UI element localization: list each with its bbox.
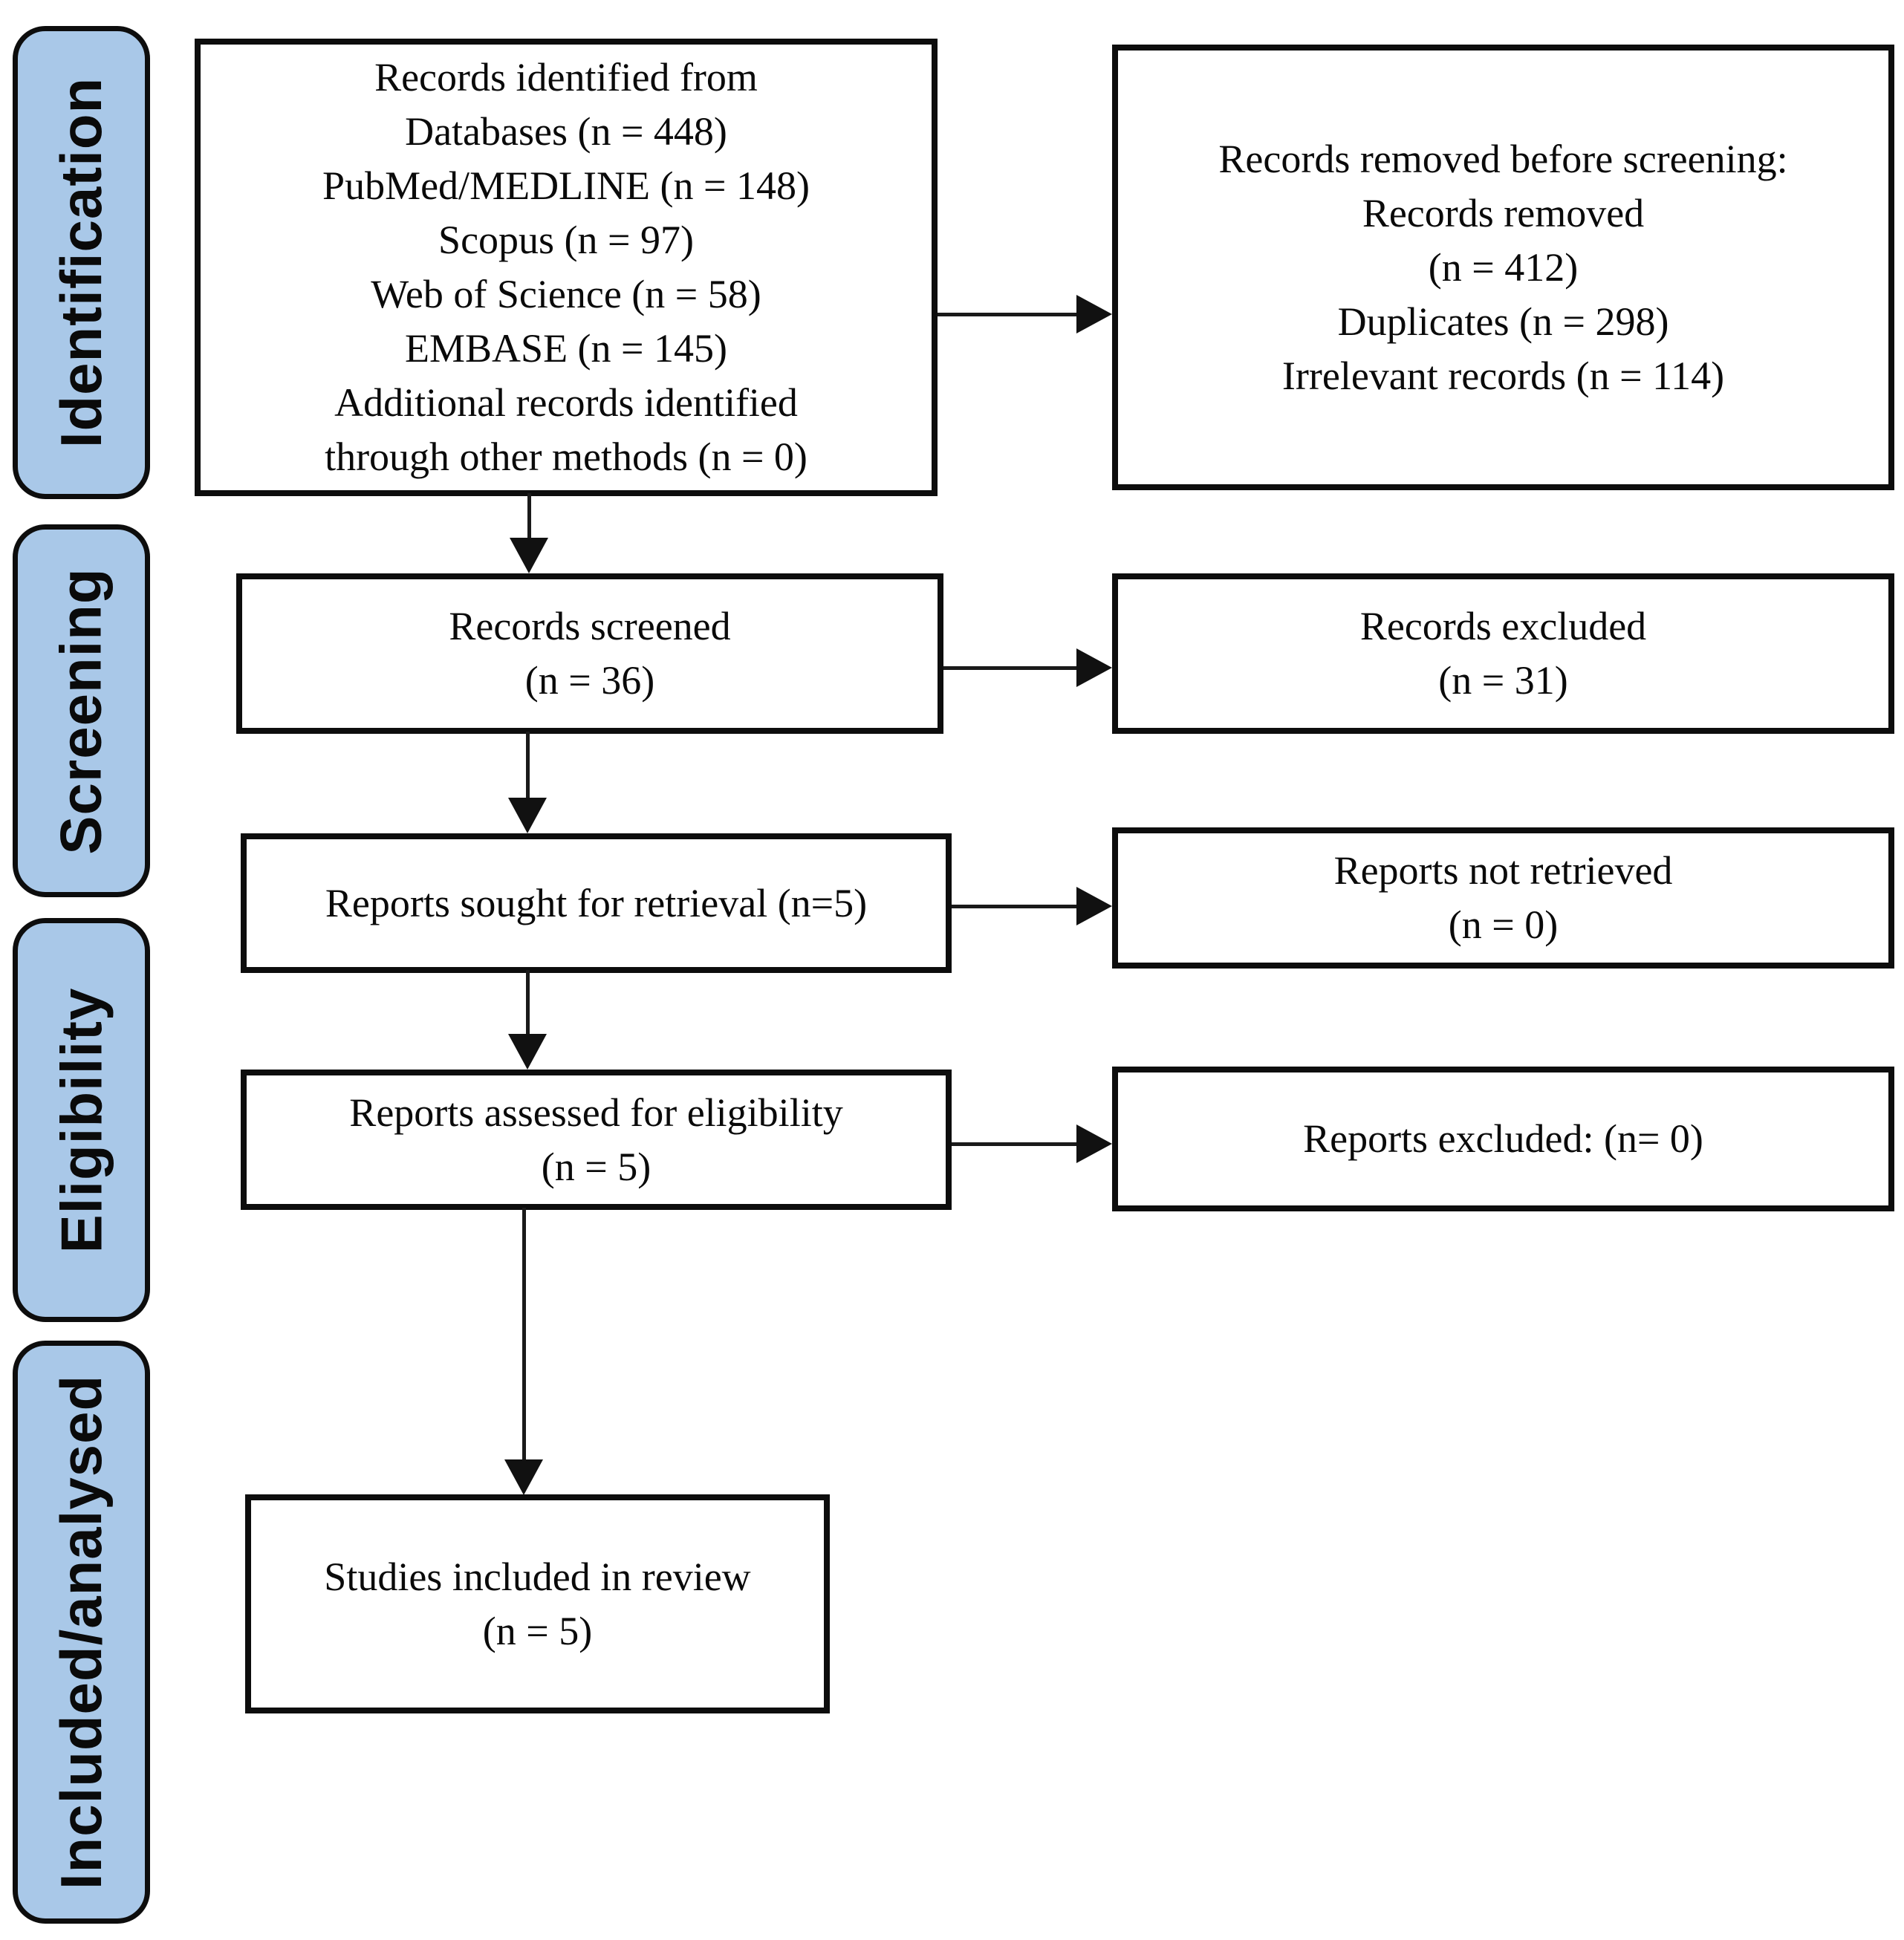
stage-label-identification: Identification — [13, 26, 150, 499]
stage-label-text: Included/analysed — [48, 1374, 114, 1890]
box-records-screened: Records screened (n = 36) — [236, 573, 943, 734]
box-text-line: (n = 5) — [541, 1144, 652, 1189]
box-records-identified: Records identified from Databases (n = 4… — [195, 39, 938, 496]
box-reports-sought: Reports sought for retrieval (n=5) — [241, 833, 952, 973]
box-text-line: Records excluded — [1359, 604, 1647, 648]
box-text-line: Scopus (n = 97) — [438, 218, 694, 262]
box-text-line: (n = 0) — [1448, 902, 1559, 947]
box-text-line: Records screened — [449, 604, 731, 648]
box-text-line: Reports sought for retrieval (n=5) — [325, 880, 868, 925]
arrow-line — [952, 1142, 1079, 1146]
box-text-line: Databases (n = 448) — [405, 109, 727, 154]
box-reports-not-retrieved: Reports not retrieved (n = 0) — [1112, 827, 1894, 969]
box-text-line: Records removed — [1362, 190, 1645, 235]
arrow-head-down-icon — [508, 798, 547, 833]
arrow-head-down-icon — [510, 538, 548, 573]
box-text-line: (n = 5) — [482, 1608, 593, 1653]
box-records-removed-before-screening: Records removed before screening: Record… — [1112, 45, 1894, 490]
box-text-line: Records identified from — [374, 55, 758, 100]
arrow-line — [938, 313, 1079, 316]
box-text-line: Reports not retrieved — [1333, 848, 1673, 893]
box-text-line: PubMed/MEDLINE (n = 148) — [322, 163, 810, 208]
arrow-line — [527, 493, 531, 541]
box-text-line: Studies included in review — [324, 1554, 751, 1599]
stage-label-eligibility: Eligibility — [13, 918, 150, 1322]
box-text-line: (n = 31) — [1438, 658, 1568, 703]
box-text-line: through other methods (n = 0) — [325, 434, 808, 479]
box-text-line: Irrelevant records (n = 114) — [1281, 353, 1725, 398]
stage-label-text: Identification — [48, 77, 114, 449]
arrow-line — [522, 1208, 526, 1462]
box-text-line: (n = 36) — [524, 658, 655, 703]
box-reports-assessed: Reports assessed for eligibility (n = 5) — [241, 1070, 952, 1210]
box-text-line: Reports excluded: (n= 0) — [1303, 1116, 1703, 1161]
arrow-head-right-icon — [1076, 1124, 1112, 1163]
box-text-line: Duplicates (n = 298) — [1337, 299, 1669, 344]
box-text-line: Reports assessed for eligibility — [349, 1090, 843, 1135]
box-text-line: EMBASE (n = 145) — [405, 326, 727, 371]
stage-label-screening: Screening — [13, 524, 150, 897]
stage-label-text: Eligibility — [48, 987, 114, 1253]
arrow-head-right-icon — [1076, 295, 1112, 333]
arrow-head-right-icon — [1076, 648, 1112, 687]
arrow-line — [526, 970, 530, 1036]
box-text-line: (n = 412) — [1428, 244, 1579, 290]
box-records-excluded: Records excluded (n = 31) — [1112, 573, 1894, 734]
stage-label-text: Screening — [48, 567, 114, 855]
box-studies-included: Studies included in review (n = 5) — [245, 1494, 830, 1713]
stage-label-included-analysed: Included/analysed — [13, 1341, 150, 1924]
box-reports-excluded: Reports excluded: (n= 0) — [1112, 1067, 1894, 1211]
arrow-line — [943, 666, 1079, 670]
box-text-line: Additional records identified — [334, 380, 798, 425]
box-text-line: Web of Science (n = 58) — [371, 272, 761, 316]
arrow-line — [526, 732, 530, 800]
arrow-head-down-icon — [508, 1034, 547, 1070]
arrow-head-down-icon — [504, 1459, 543, 1495]
arrow-line — [952, 905, 1079, 908]
box-text-line: Records removed before screening: — [1218, 136, 1788, 181]
arrow-head-right-icon — [1076, 887, 1112, 925]
